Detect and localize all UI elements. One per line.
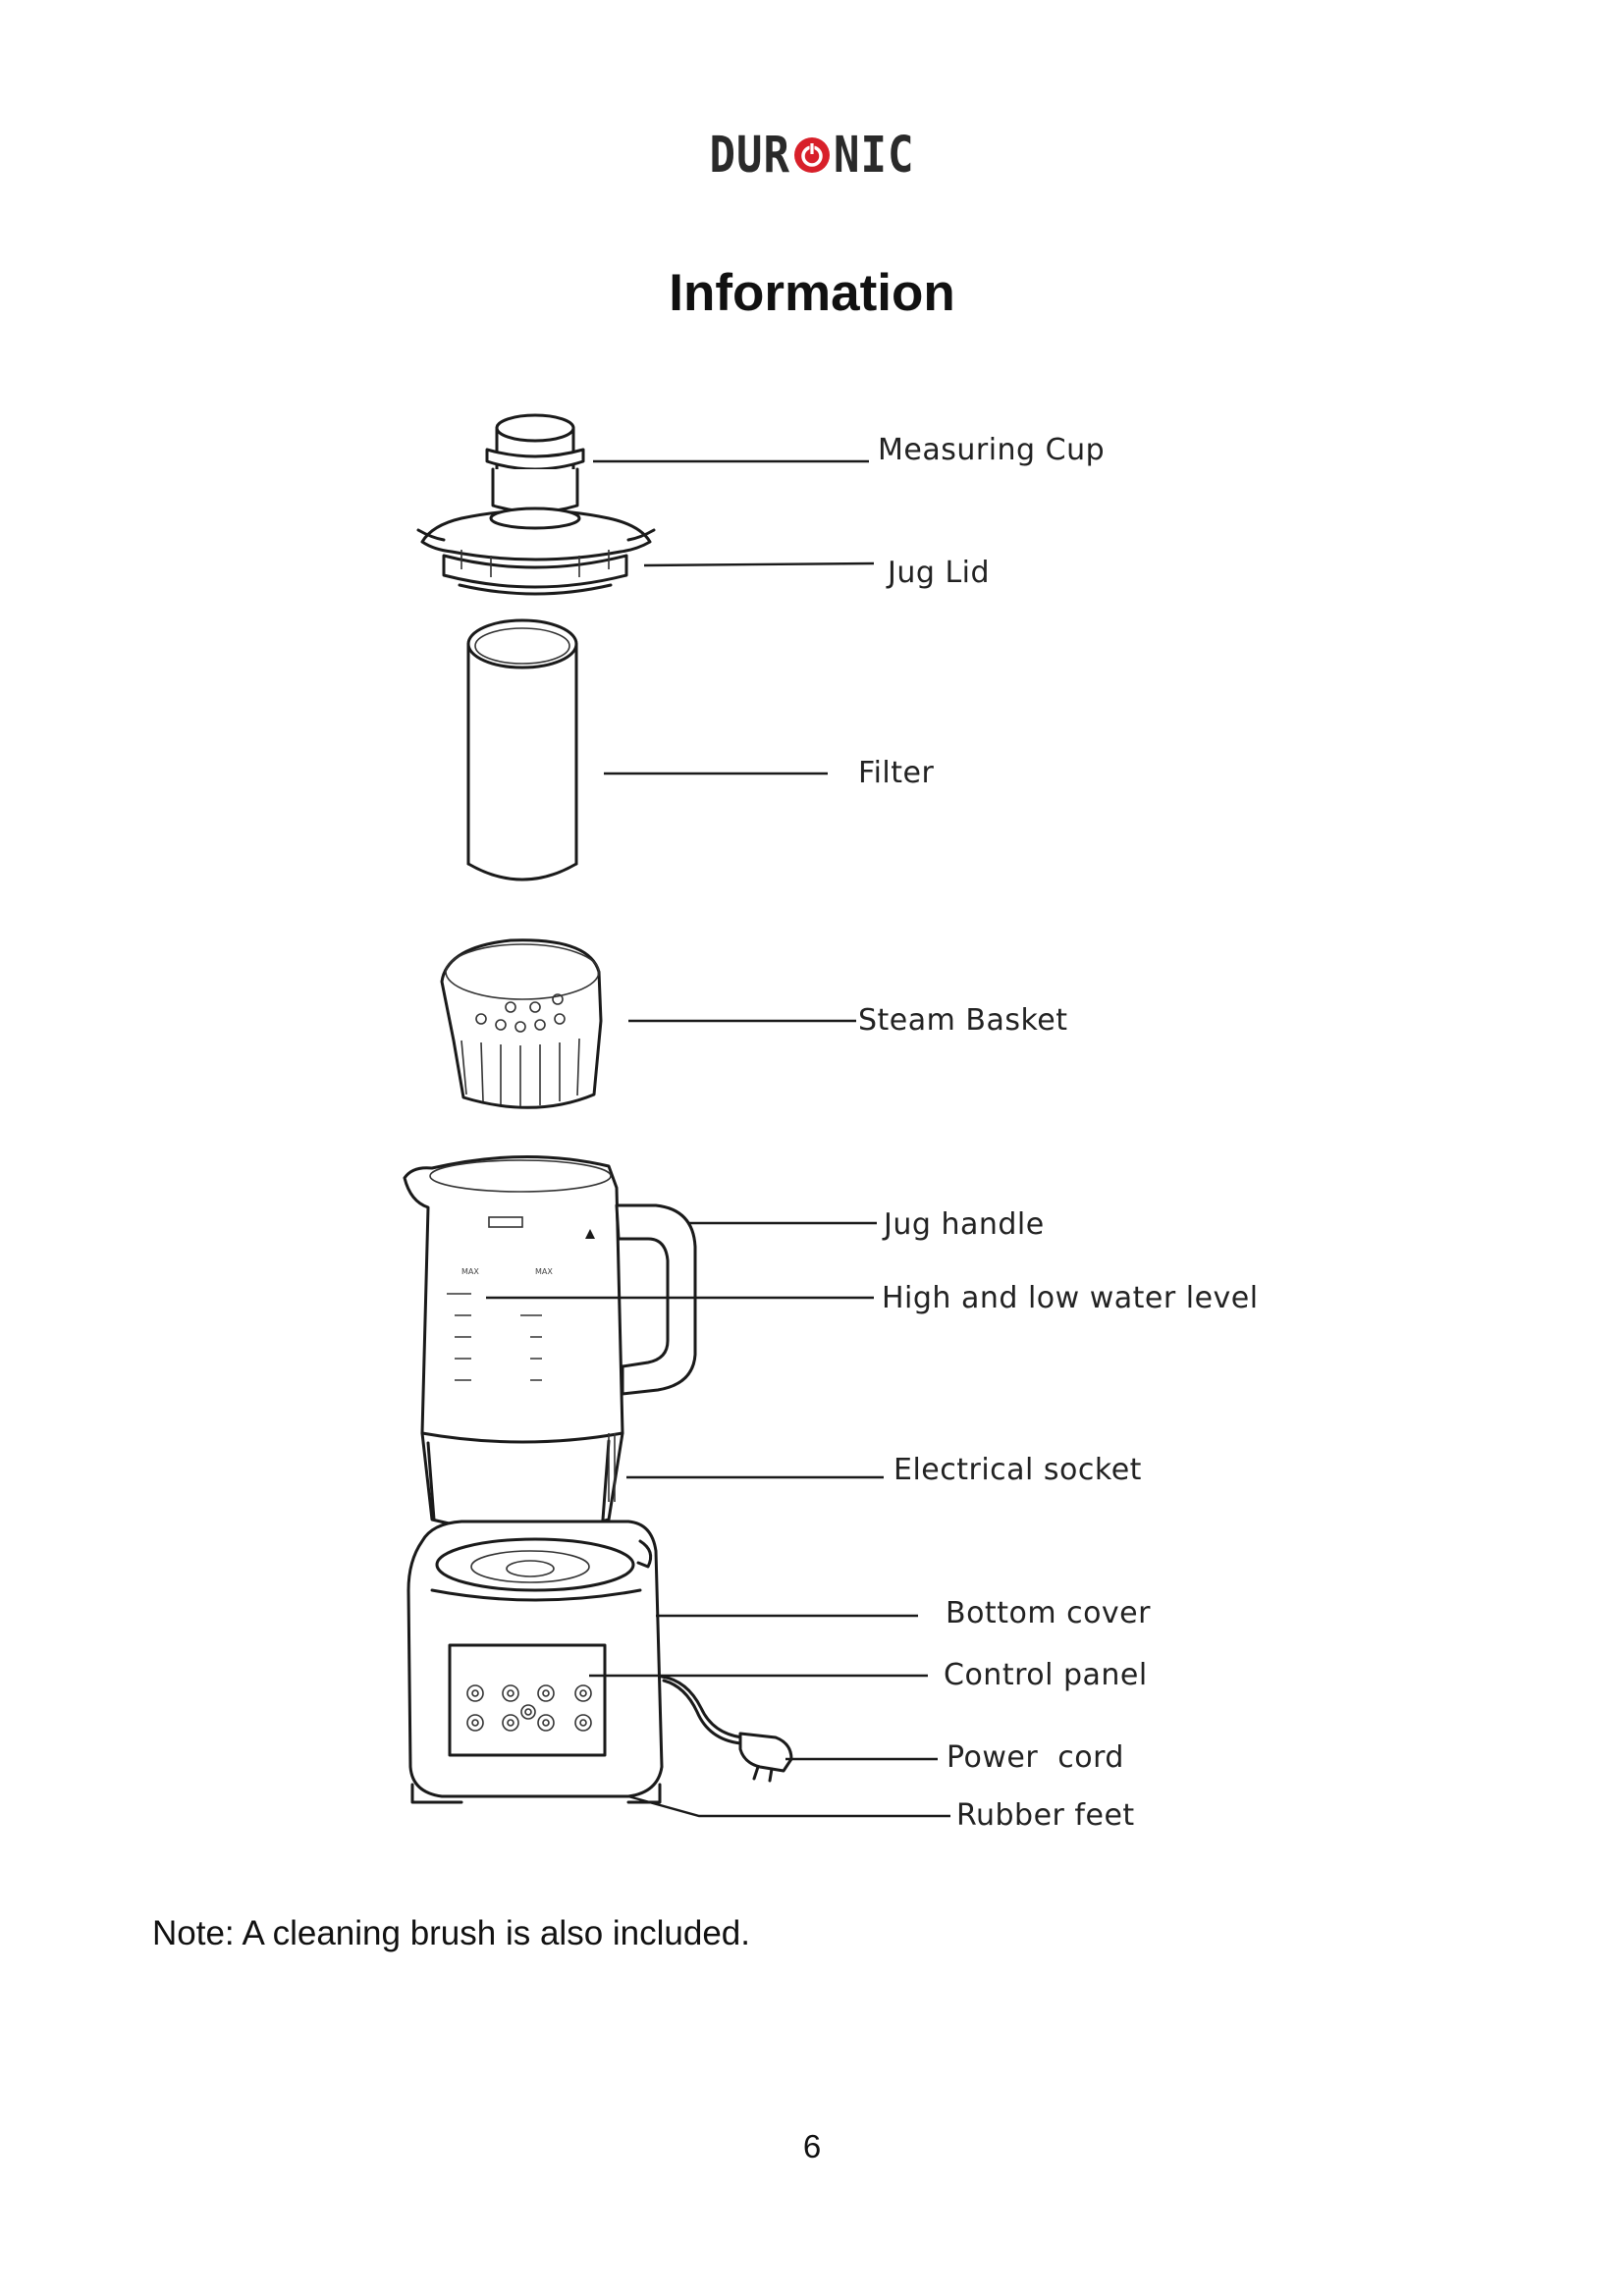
power-icon <box>794 137 830 173</box>
label-steam-basket: Steam Basket <box>858 1003 1068 1038</box>
brand-logo-part2: NIC <box>834 126 915 185</box>
filter-drawing <box>466 618 578 881</box>
measuring-cup-drawing <box>485 413 585 513</box>
label-bottom-cover: Bottom cover <box>946 1596 1151 1630</box>
label-jug-handle: Jug handle <box>882 1207 1045 1242</box>
base-drawing <box>406 1520 793 1804</box>
page-number: 6 <box>802 2128 822 2164</box>
brand-logo-part1: DUR <box>709 126 790 185</box>
label-filter: Filter <box>858 756 934 790</box>
label-measuring-cup: Measuring Cup <box>878 433 1105 467</box>
leader-lines <box>486 459 950 1818</box>
label-power-cord: Power cord <box>947 1740 1124 1775</box>
label-jug-lid: Jug Lid <box>886 556 990 590</box>
part-labels: Measuring Cup Jug Lid Filter Steam Baske… <box>858 433 1259 1833</box>
svg-text:MAX: MAX <box>461 1267 479 1276</box>
label-electrical-socket: Electrical socket <box>893 1453 1142 1487</box>
jug-lid-drawing <box>416 507 656 596</box>
note-text: Note: A cleaning brush is also included. <box>152 1914 750 1952</box>
leader-rubber-feet <box>627 1794 950 1818</box>
page-title: Information <box>669 264 955 322</box>
brand-logo: DUR NIC <box>0 126 1624 185</box>
steam-basket-drawing <box>440 938 603 1109</box>
label-rubber-feet: Rubber feet <box>956 1798 1135 1833</box>
label-control-panel: Control panel <box>944 1658 1148 1692</box>
jug-drawing: MAX MAX <box>403 1155 697 1533</box>
brand-logo-wordmark: DUR NIC <box>710 127 915 185</box>
leader-jug-lid <box>643 561 875 567</box>
label-water-level: High and low water level <box>882 1281 1259 1315</box>
svg-text:MAX: MAX <box>535 1267 553 1276</box>
